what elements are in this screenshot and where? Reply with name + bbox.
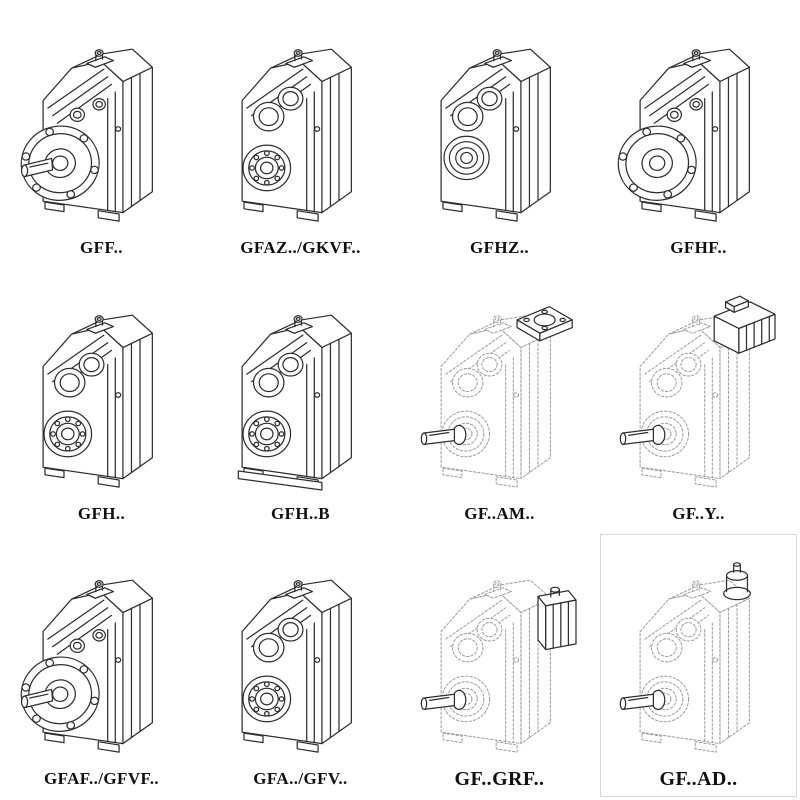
gearbox-body-phantom [440, 579, 551, 753]
catalog-item-gf-ad: GF..AD.. [599, 533, 798, 798]
product-label: GFA../GFV.. [253, 769, 348, 788]
product-label: GF..Y.. [672, 503, 725, 523]
gearbox-body-phantom [639, 579, 750, 753]
input-shaft-adapter-gearbox-drawing [619, 562, 751, 753]
hollow-shaft-gearbox-drawing [240, 579, 352, 753]
product-label: GFHZ.. [469, 238, 530, 258]
gearbox-body [240, 579, 352, 753]
gearbox-body [240, 48, 352, 223]
hollow-shaft-foot-gearbox-drawing [237, 314, 352, 491]
catalog-item-gfhz: GFHZ.. [400, 2, 599, 267]
gearbox-body [439, 48, 551, 223]
product-label: GF..AM.. [464, 503, 535, 523]
flange-mounted-gearbox-drawing [15, 48, 153, 223]
catalog-item-gfa-gfv: GFA../GFV.. [201, 533, 400, 798]
flange-mounted-gearbox-drawing [15, 579, 153, 753]
catalog-item-gfhf: GFHF.. [599, 2, 798, 267]
hollow-shaft-gearbox-drawing [240, 48, 352, 223]
catalog-item-gff: GFF.. [2, 2, 201, 267]
catalog-item-gfaz-gkvf: GFAZ../GKVF.. [201, 2, 400, 267]
catalog-item-gf-grf: GF..GRF.. [400, 533, 599, 798]
catalog-item-gfh: GFH.. [2, 267, 201, 532]
hollow-shaft-shrink-disc-gearbox-drawing [41, 314, 153, 488]
product-label: GFAZ../GKVF.. [240, 238, 361, 258]
flange-mounted-gearbox-drawing [612, 48, 750, 223]
motor-mounted-gearbox-drawing [619, 295, 776, 488]
catalog-item-gf-am: GF..AM.. [400, 267, 599, 532]
catalog-item-gf-y: GF..Y.. [599, 267, 798, 532]
product-label: GFH..B [270, 503, 331, 523]
iec-adapter-flange-gearbox-drawing [420, 305, 573, 488]
hollow-output-bore [442, 136, 490, 181]
product-label: GFAF../GFVF.. [43, 769, 160, 788]
gearbox-body-phantom [440, 314, 551, 488]
catalog-item-gfaf-gfvf: GFAF../GFVF.. [2, 533, 201, 798]
electric-motor [713, 295, 776, 354]
product-label: GF..GRF.. [454, 767, 545, 790]
product-label: GFHF.. [670, 238, 727, 258]
product-label: GF..AD.. [659, 767, 738, 790]
ribbed-input-adapter [536, 586, 577, 651]
gearbox-body [240, 314, 352, 488]
ribbed-adapter-gearbox-drawing [420, 579, 577, 753]
catalog-item-gfh-b: GFH..B [201, 267, 400, 532]
gearbox-body [41, 314, 153, 488]
product-label: GFF.. [80, 238, 123, 258]
product-label: GFH.. [77, 503, 126, 523]
hollow-shaft-gearbox-drawing [439, 48, 551, 223]
